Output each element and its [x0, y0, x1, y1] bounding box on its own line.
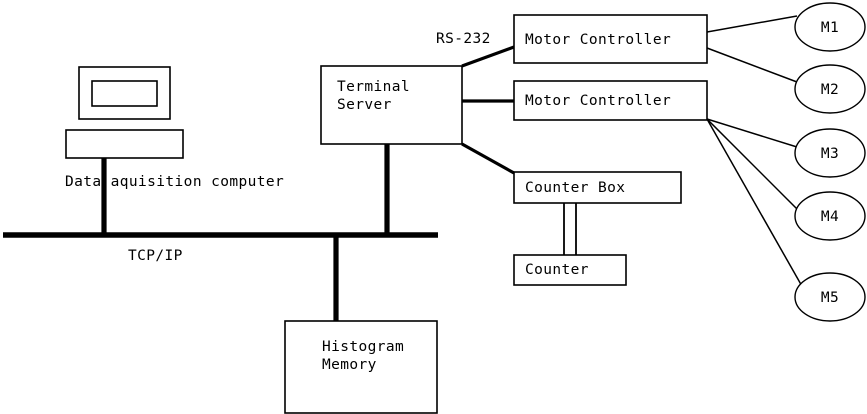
motor-controller-2-to-m4-link [706, 118, 800, 212]
rs232-link-label: RS-232 [436, 31, 491, 47]
counter-label: Counter [525, 262, 589, 278]
motor-controller-1-to-m2-link [706, 47, 798, 83]
motor-ellipse-m3 [794, 128, 866, 178]
motor-ellipse-m5 [794, 272, 866, 322]
motor-controller-2-box [513, 80, 708, 121]
tcpip-bus-label: TCP/IP [128, 248, 183, 264]
counter-box-label: Counter Box [525, 180, 626, 196]
terminal-server-to-motor-controller-1-link [461, 45, 515, 68]
motor-label-m4: M4 [820, 209, 840, 225]
motor-ellipse-m2 [794, 64, 866, 114]
counter-box-box [513, 171, 682, 204]
motor-ellipse-m4 [794, 191, 866, 241]
motor-label-m3: M3 [820, 146, 840, 162]
motor-controller-2-to-m5-link [706, 118, 804, 289]
histogram-memory-box [284, 320, 438, 414]
histogram-memory-label-line1: Histogram [322, 339, 405, 355]
motor-label-m5: M5 [820, 290, 840, 306]
terminal-server-to-counter-box-link [461, 142, 515, 175]
motor-label-m1: M1 [820, 20, 840, 36]
motor-controller-1-box [513, 14, 708, 64]
histogram-memory-label-line2: Memory [322, 357, 377, 373]
motor-controller-2-to-m3-link [706, 118, 798, 148]
terminal-server-label-line1: Terminal [337, 79, 411, 95]
counter-box [513, 254, 627, 286]
motor-controller-1-to-m1-link [706, 15, 798, 33]
motor-ellipse-m1 [794, 2, 866, 52]
motor-controller-2-label: Motor Controller [525, 93, 672, 109]
motor-label-m2: M2 [820, 82, 840, 98]
data-acquisition-computer-label: Data aquisition computer [65, 174, 285, 190]
motor-controller-1-label: Motor Controller [525, 32, 672, 48]
terminal-server-label-line2: Server [337, 97, 392, 113]
terminal-server-box [320, 65, 463, 145]
computer-chassis [65, 129, 184, 159]
computer-monitor-screen [91, 80, 158, 107]
